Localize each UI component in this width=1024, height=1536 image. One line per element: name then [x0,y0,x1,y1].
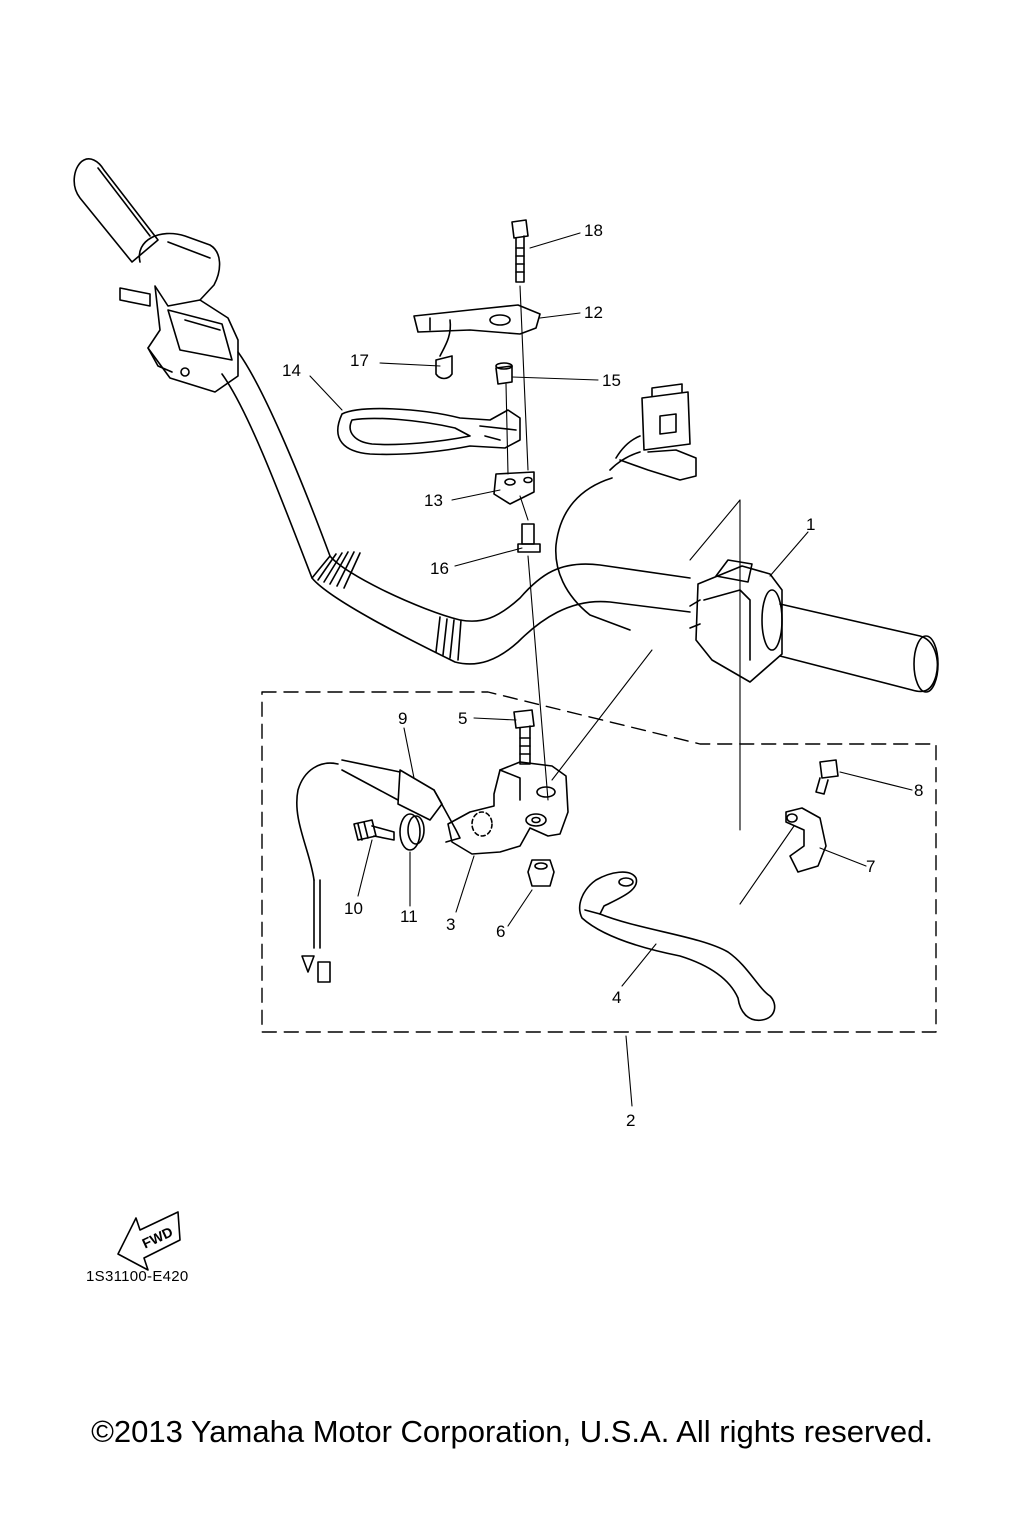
callout-16: 16 [430,559,449,578]
switch-harness [554,383,697,631]
callout-17: 17 [350,351,369,370]
diagram-code: 1S31100-E420 [86,1268,189,1285]
callout-labels: 18 12 17 15 14 13 1 16 9 5 8 7 10 11 3 6… [282,221,923,1130]
callout-10: 10 [344,899,363,918]
part-10-adjuster [353,819,395,841]
part-9-cable-switch [296,759,461,983]
callout-13: 13 [424,491,443,510]
callout-3: 3 [446,915,455,934]
assembly-lines [505,285,549,801]
throttle-housing [119,232,239,393]
part-12-cover [413,304,541,357]
fwd-arrow-icon [117,1211,181,1271]
part-2-assembly-boundary [261,691,937,1033]
part-17-knob [435,355,453,380]
callout-4: 4 [612,988,621,1007]
part-1-leader [551,499,795,905]
callout-5: 5 [458,709,467,728]
part-15-collar [495,362,513,385]
callout-1: 1 [806,515,815,534]
callout-8: 8 [914,781,923,800]
part-5-bolt [513,709,535,765]
part-14-lever [337,407,521,456]
callout-11: 11 [400,907,418,926]
part-13-plate [493,471,535,505]
part-3-lever-holder [447,761,569,855]
part-18-bolt [511,219,529,283]
callout-14: 14 [282,361,301,380]
callout-6: 6 [496,922,505,941]
callout-12: 12 [584,303,603,322]
handlebar [73,158,939,693]
part-4-lever [578,871,776,1022]
callout-18: 18 [584,221,603,240]
callout-9: 9 [398,709,407,728]
callout-2: 2 [626,1111,635,1130]
part-6-nut [527,859,555,887]
part-7-clamp [785,807,827,873]
callout-7: 7 [866,857,875,876]
part-11-locknut [399,813,425,851]
part-1-switch [689,559,783,683]
copyright-notice: ©2013 Yamaha Motor Corporation, U.S.A. A… [91,1414,933,1449]
callout-15: 15 [602,371,621,390]
callout-leaders [309,232,913,1107]
part-8-bolt [815,759,839,795]
